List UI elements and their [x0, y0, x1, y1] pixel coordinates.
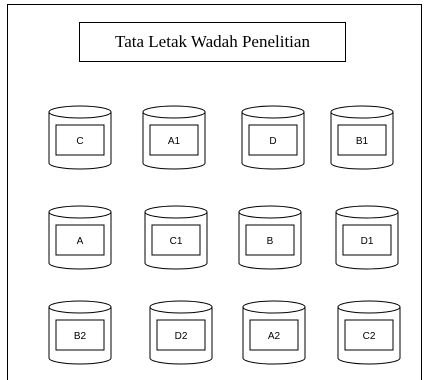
container-label-box — [337, 124, 387, 156]
container-d2: D2 — [149, 300, 213, 365]
container-b2: B2 — [48, 300, 112, 365]
container-label: B2 — [74, 331, 87, 342]
container-label: A — [77, 236, 84, 247]
container-label-box — [245, 224, 295, 256]
container-label: D2 — [175, 331, 188, 342]
container-label: B — [267, 236, 274, 247]
container-label-box — [342, 224, 392, 256]
container-label-box — [55, 319, 105, 351]
container-label-box — [156, 319, 206, 351]
container-label-box — [149, 124, 199, 156]
container-c2: C2 — [337, 300, 401, 365]
container-label-box — [151, 224, 201, 256]
container-label-box — [248, 124, 298, 156]
diagram-title: Tata Letak Wadah Penelitian — [79, 22, 346, 62]
container-label: A1 — [168, 136, 181, 147]
container-label: B1 — [356, 136, 369, 147]
diagram-frame — [7, 4, 422, 380]
container-b1: B1 — [330, 105, 394, 170]
container-label-box — [249, 319, 299, 351]
container-label: C — [76, 136, 83, 147]
container-label-box — [55, 124, 105, 156]
container-d: D — [241, 105, 305, 170]
container-label: C1 — [170, 236, 183, 247]
container-label: D — [269, 136, 276, 147]
container-label-box — [344, 319, 394, 351]
container-a: A — [48, 205, 112, 270]
container-a1: A1 — [142, 105, 206, 170]
container-label-box — [55, 224, 105, 256]
container-c: C — [48, 105, 112, 170]
container-label: A2 — [268, 331, 281, 342]
container-c1: C1 — [144, 205, 208, 270]
container-label: C2 — [363, 331, 376, 342]
container-b: B — [238, 205, 302, 270]
container-label: D1 — [361, 236, 374, 247]
container-d1: D1 — [335, 205, 399, 270]
container-a2: A2 — [242, 300, 306, 365]
